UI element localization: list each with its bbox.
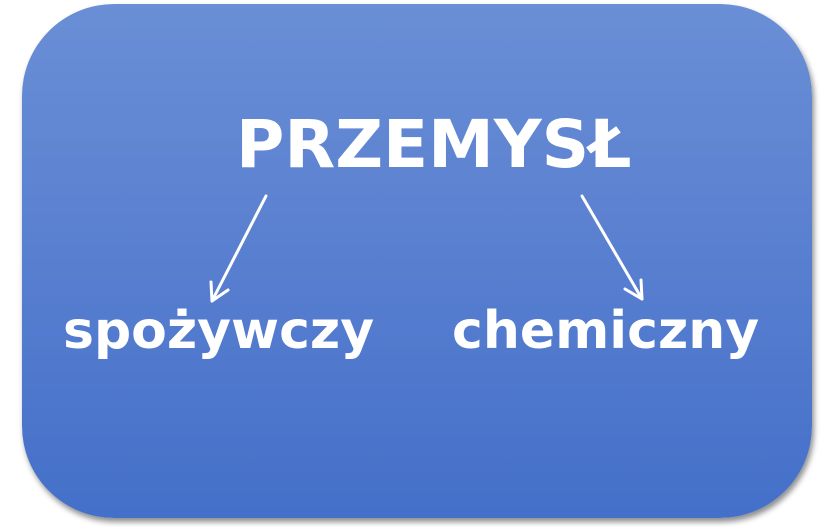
child-node-label-right: chemiczny xyxy=(452,301,760,361)
rounded-box xyxy=(22,4,812,518)
root-node-label: PRZEMYSŁ xyxy=(236,106,632,183)
child-node-label-left: spożywczy xyxy=(63,301,375,361)
